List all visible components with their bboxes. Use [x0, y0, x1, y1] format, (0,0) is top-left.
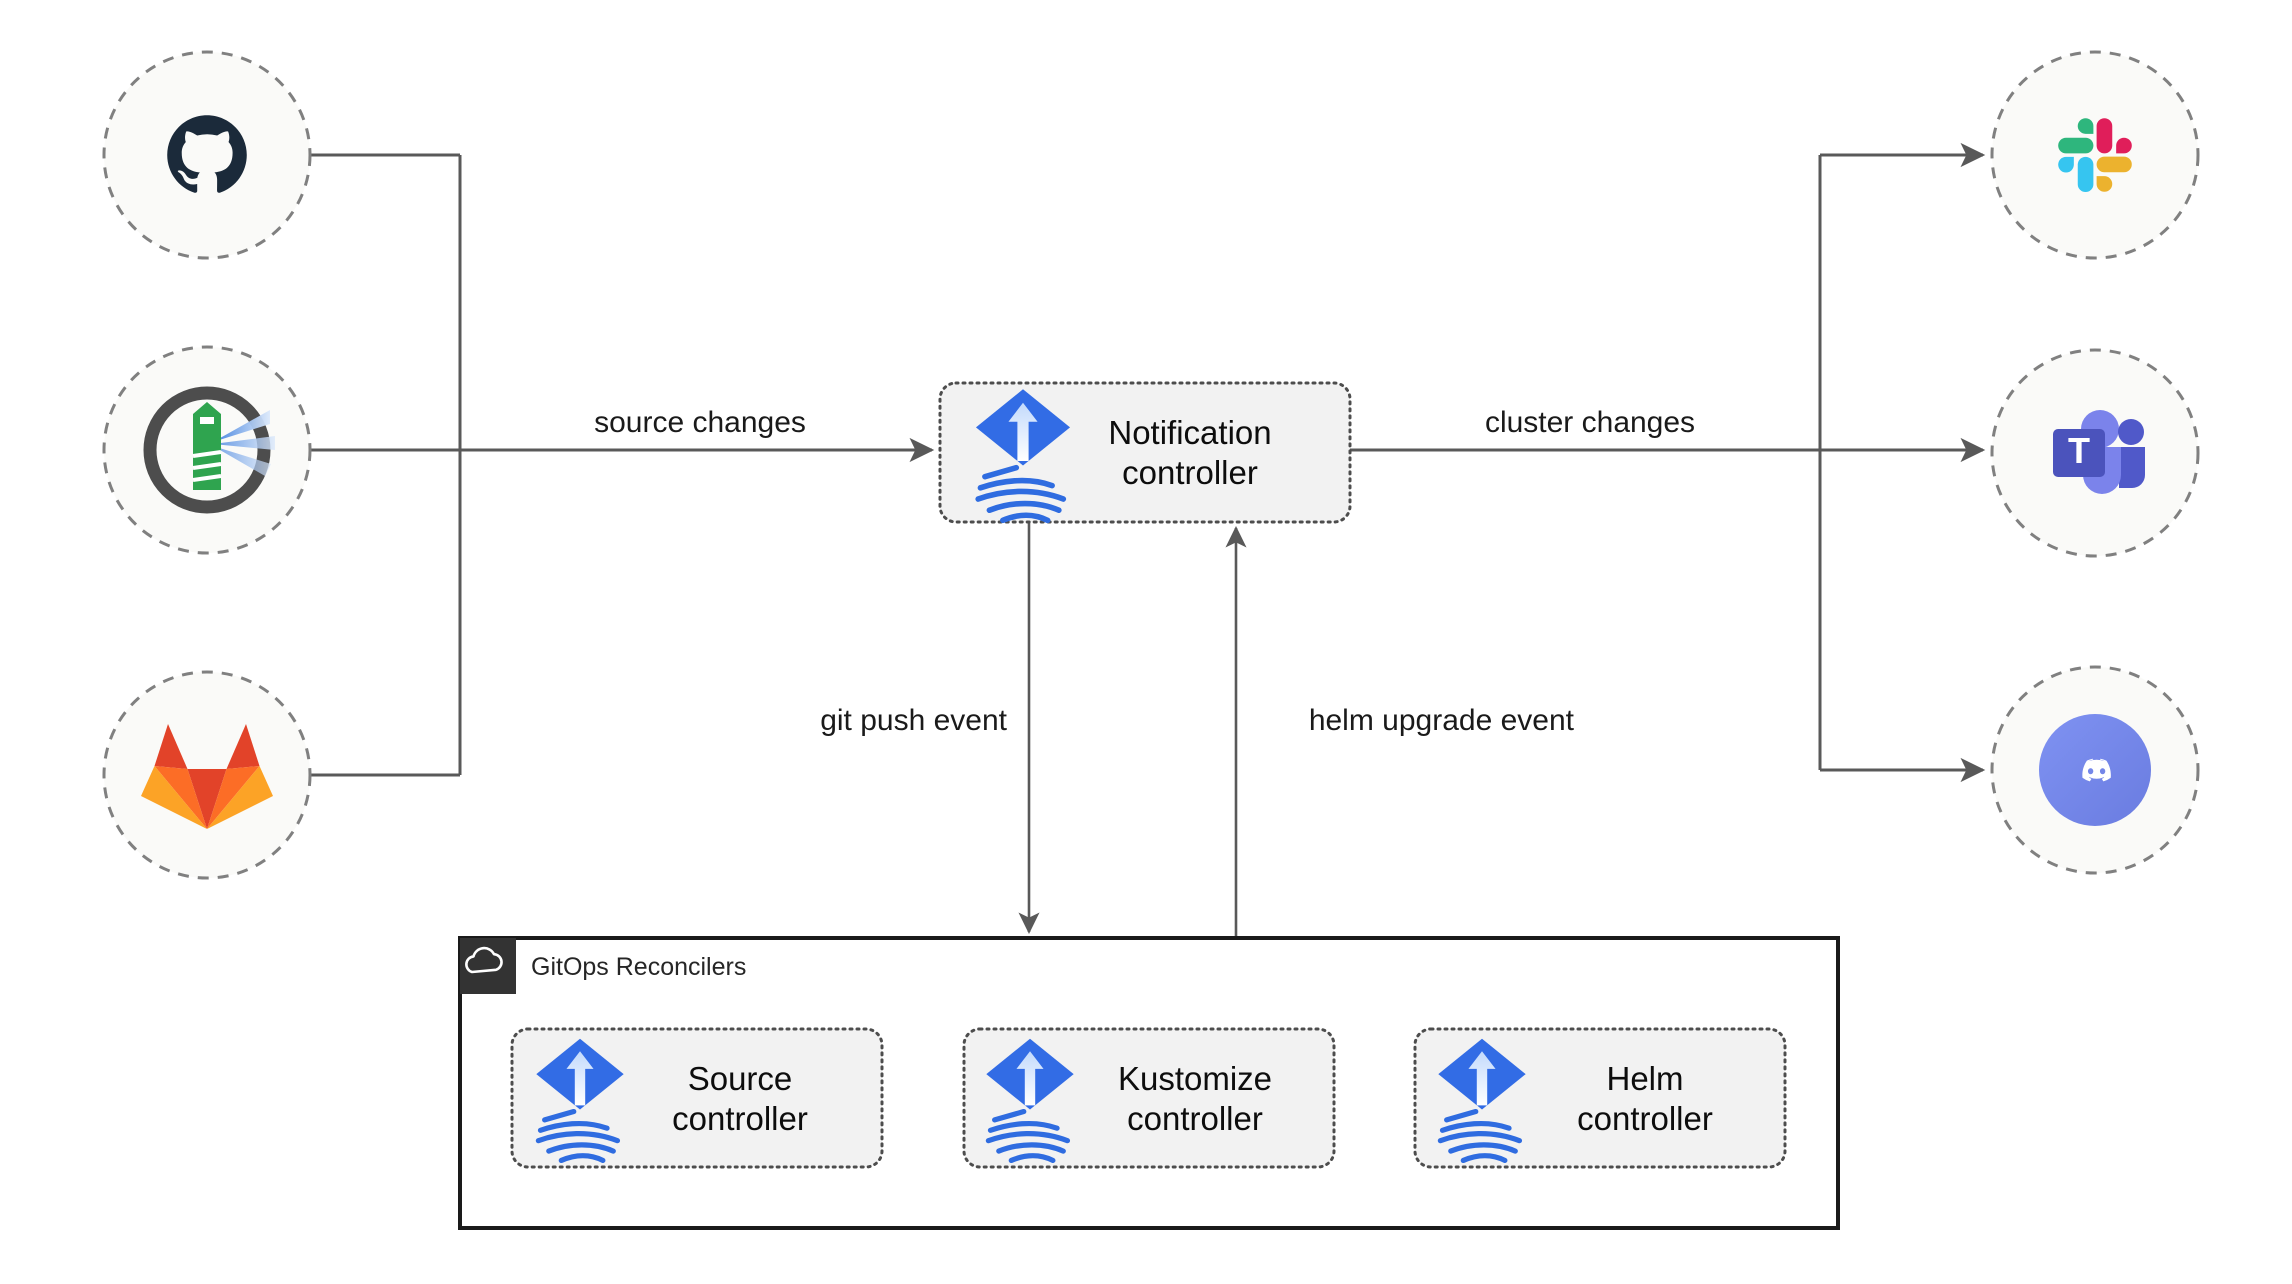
edge-label-source-changes: source changes	[594, 406, 806, 439]
notification-controller-label-line2: controller	[1122, 454, 1258, 491]
microsoft-teams-icon: T	[2053, 410, 2145, 494]
source-node-gitlab[interactable]	[102, 670, 312, 880]
source-node-github[interactable]	[102, 50, 312, 260]
destination-node-discord[interactable]	[1990, 665, 2200, 875]
kustomize-controller-node[interactable]: Kustomize controller	[962, 1027, 1336, 1169]
source-controller-node[interactable]: Source controller	[510, 1027, 884, 1169]
destination-node-slack[interactable]	[1990, 50, 2200, 260]
group-tab	[460, 938, 516, 994]
kustomize-controller-label-line1: Kustomize	[1118, 1060, 1272, 1097]
destination-node-teams[interactable]: T	[1990, 348, 2200, 558]
kustomize-controller-label-line2: controller	[1127, 1100, 1263, 1137]
edge-label-git-push-event: git push event	[820, 704, 1007, 737]
source-controller-label-line1: Source	[688, 1060, 793, 1097]
cloud-icon	[465, 946, 503, 974]
helm-controller-label-line1: Helm	[1606, 1060, 1683, 1097]
discord-icon	[2039, 714, 2151, 826]
svg-text:T: T	[2068, 430, 2090, 471]
flux-logo-icon	[1437, 1038, 1526, 1164]
flux-lighthouse-icon	[143, 386, 275, 514]
github-icon	[167, 115, 247, 193]
edge-label-helm-upgrade-event: helm upgrade event	[1309, 704, 1575, 737]
edge-notification-to-destinations	[1350, 142, 1986, 783]
source-controller-label-line2: controller	[672, 1100, 808, 1137]
gitlab-icon	[141, 724, 273, 829]
flux-logo-icon	[975, 389, 1071, 524]
notification-controller-node[interactable]: Notification controller	[938, 381, 1352, 524]
notification-controller-label-line1: Notification	[1108, 414, 1271, 451]
gitops-reconcilers-title: GitOps Reconcilers	[531, 953, 746, 981]
helm-controller-label-line2: controller	[1577, 1100, 1713, 1137]
helm-controller-node[interactable]: Helm controller	[1413, 1027, 1787, 1169]
source-node-flux[interactable]	[102, 345, 312, 555]
edge-sources-to-notification	[311, 153, 935, 777]
edge-label-cluster-changes: cluster changes	[1485, 406, 1695, 439]
slack-icon	[2058, 118, 2132, 193]
